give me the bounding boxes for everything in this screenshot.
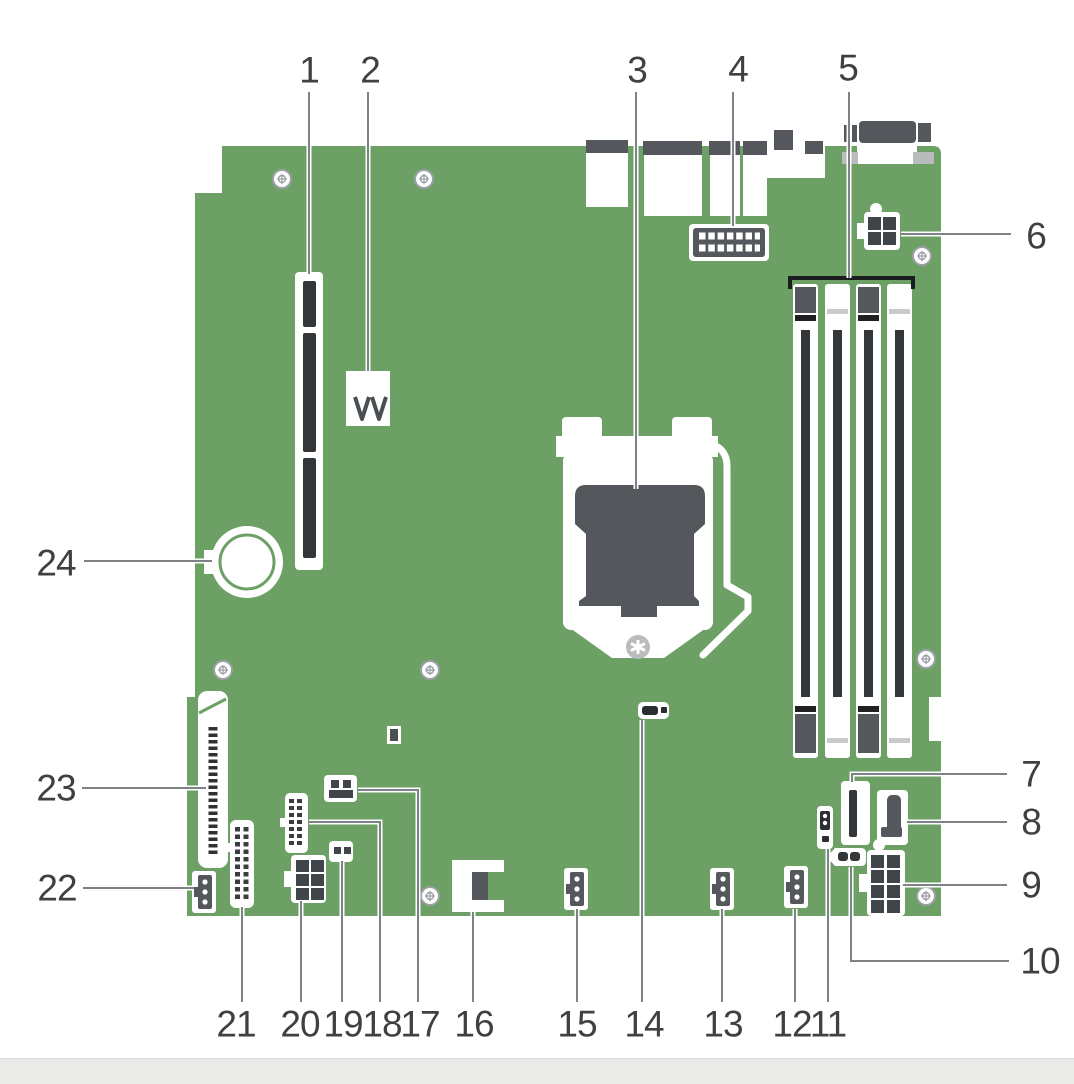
rear-io-ports: [586, 121, 934, 216]
callout-leader-18: [309, 821, 381, 1002]
dimm-slot-3: [856, 284, 881, 758]
cpu-socket: [556, 417, 752, 659]
cpu-socket-lever: [699, 440, 752, 659]
header-connector-17: [324, 775, 357, 802]
fan-connector-12: [784, 866, 808, 908]
callout-leader-7: [851, 773, 1007, 782]
jumper-2pin-horizontal: [827, 848, 866, 866]
callout-leader-10: [850, 867, 1009, 962]
sata-connector: [877, 790, 908, 845]
fan-connector-22: [192, 871, 216, 913]
dimm-slot-2: [825, 284, 850, 758]
slim-slot-connector: [841, 781, 870, 845]
dimm-slot-1: [793, 284, 818, 758]
power-connector-2x3: [284, 855, 326, 903]
page-footer-strip: [0, 1058, 1074, 1084]
fan-connector-15: [564, 868, 588, 910]
cmos-battery: [204, 526, 283, 598]
small-component: [387, 726, 401, 744]
control-panel-ribbon-connector: [198, 691, 228, 868]
dimm-slot-4: [887, 284, 912, 758]
fan-connector-13: [710, 868, 734, 910]
jumper-2pin-mid: [638, 702, 669, 719]
pin-header-2x8: [280, 793, 308, 853]
jumper-3pin-vertical: [817, 806, 833, 849]
cpu-power-connector-2x2: [857, 203, 900, 250]
pcie-slot: [295, 272, 323, 570]
connector-2pin: [329, 841, 353, 862]
callout-leader-17: [358, 789, 419, 1002]
internal-usb-connector: [346, 371, 390, 426]
front-panel-header: [689, 224, 769, 261]
dimm-slots: [788, 276, 915, 758]
cpu-processor: [575, 485, 705, 617]
vga-port: [842, 121, 934, 164]
bracket-connector: [452, 860, 504, 912]
callout-leader-lines: [82, 92, 1011, 1002]
power-connector-2x4: [859, 839, 905, 916]
